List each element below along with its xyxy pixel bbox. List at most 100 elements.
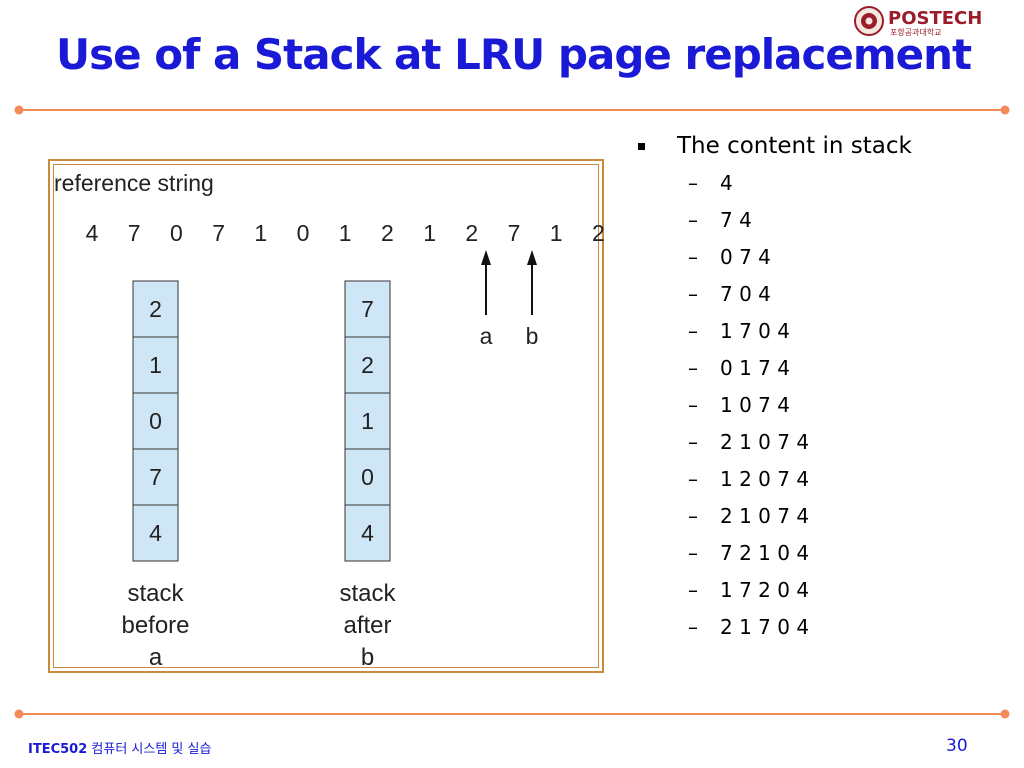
stack-state-item: –2 1 7 0 4 [634, 608, 912, 645]
stack-state-text: 1 7 0 4 [720, 318, 790, 343]
arrow-label: a [480, 323, 493, 349]
stack-state-text: 1 7 2 0 4 [720, 577, 810, 602]
stack-cell: 2 [344, 336, 391, 394]
dash-marker: – [688, 281, 698, 306]
dash-marker: – [688, 503, 698, 528]
stack-cell: 2 [132, 280, 179, 338]
stack-cell-value: 2 [361, 352, 374, 378]
stack-cell-value: 4 [149, 520, 162, 546]
stack-state-item: –1 7 0 4 [634, 312, 912, 349]
stack-caption-line: stack [127, 580, 184, 607]
logo-subtext: 포항공과대학교 [890, 27, 942, 37]
course-title: 컴퓨터 시스템 및 실습 [91, 742, 212, 757]
dash-marker: – [688, 577, 698, 602]
reference-digit: 4 [86, 220, 99, 246]
stack-cell: 4 [344, 504, 391, 562]
footer-course: ITEC502 컴퓨터 시스템 및 실습 [28, 738, 211, 757]
stack-state-text: 2 1 0 7 4 [720, 429, 810, 454]
stack-caption-line: after [343, 612, 391, 639]
stack-cell-value: 7 [149, 464, 162, 490]
reference-digit: 7 [508, 220, 521, 246]
reference-digit: 2 [381, 220, 394, 246]
stack-state-text: 0 7 4 [720, 244, 771, 269]
stack-state-item: –7 0 4 [634, 275, 912, 312]
stack-state-item: –2 1 0 7 4 [634, 423, 912, 460]
stack-cell: 7 [344, 280, 391, 338]
reference-digit: 1 [423, 220, 436, 246]
stack-state-text: 1 0 7 4 [720, 392, 790, 417]
stack-cell-value: 1 [149, 352, 162, 378]
stack-caption-line: b [361, 644, 374, 671]
stack-cell-value: 7 [361, 296, 374, 322]
reference-digit: 0 [297, 220, 310, 246]
stack-state-item: –2 1 0 7 4 [634, 497, 912, 534]
reference-digit: 1 [254, 220, 267, 246]
reference-digit: 7 [212, 220, 225, 246]
reference-string-caption: reference string [54, 170, 214, 196]
bullet-heading-text: The content in stack [677, 133, 912, 159]
stack-state-text: 7 0 4 [720, 281, 771, 306]
stack-caption-line: before [121, 612, 189, 639]
stack-caption-line: stack [339, 580, 396, 607]
stack-cell-value: 0 [149, 408, 162, 434]
dash-marker: – [688, 614, 698, 639]
stack-after-b: 7 2 1 0 4 stack after b [339, 280, 397, 671]
reference-digit: 7 [128, 220, 141, 246]
stack-cell-value: 2 [149, 296, 162, 322]
page-number: 30 [946, 736, 968, 756]
stack-content-list: The content in stack –4–7 4–0 7 4–7 0 4–… [634, 128, 912, 645]
logo-text: POSTECH [888, 8, 982, 29]
stack-cell-value: 1 [361, 408, 374, 434]
stack-cell: 0 [132, 392, 179, 450]
dash-marker: – [688, 540, 698, 565]
stack-cell: 4 [132, 504, 179, 562]
reference-digit: 1 [339, 220, 352, 246]
stack-state-item: –1 0 7 4 [634, 386, 912, 423]
stack-states-list: –4–7 4–0 7 4–7 0 4–1 7 0 4–0 1 7 4–1 0 7… [634, 164, 912, 645]
dash-marker: – [688, 170, 698, 195]
dash-marker: – [688, 207, 698, 232]
stack-caption-line: a [149, 644, 163, 671]
stack-state-text: 0 1 7 4 [720, 355, 790, 380]
stack-state-item: –0 1 7 4 [634, 349, 912, 386]
stack-state-text: 2 1 0 7 4 [720, 503, 810, 528]
arrow-label: b [526, 323, 539, 349]
stack-state-item: –0 7 4 [634, 238, 912, 275]
stack-cell: 7 [132, 448, 179, 506]
bottom-rule [14, 709, 1010, 719]
stack-state-text: 7 2 1 0 4 [720, 540, 810, 565]
reference-digit: 0 [170, 220, 183, 246]
dash-marker: – [688, 318, 698, 343]
stack-state-text: 1 2 0 7 4 [720, 466, 810, 491]
dash-marker: – [688, 244, 698, 269]
postech-logo: POSTECH 포항공과대학교 [854, 6, 982, 37]
reference-digit: 1 [550, 220, 563, 246]
stack-state-text: 2 1 7 0 4 [720, 614, 810, 639]
arrow-b: b [526, 250, 539, 349]
dash-marker: – [688, 355, 698, 380]
dash-marker: – [688, 392, 698, 417]
bullet-heading: The content in stack [634, 128, 912, 164]
bullet-square-icon [638, 142, 645, 150]
stack-state-item: –1 7 2 0 4 [634, 571, 912, 608]
top-rule [14, 105, 1010, 115]
stack-state-item: –7 4 [634, 201, 912, 238]
stack-state-item: –1 2 0 7 4 [634, 460, 912, 497]
stack-cell-value: 4 [361, 520, 374, 546]
stack-cell: 0 [344, 448, 391, 506]
arrow-a: a [480, 250, 493, 349]
dash-marker: – [688, 429, 698, 454]
reference-digit: 2 [592, 220, 605, 246]
course-code: ITEC502 [28, 742, 88, 757]
stack-state-text: 4 [720, 170, 733, 195]
reference-digit: 2 [465, 220, 478, 246]
stack-cell-value: 0 [361, 464, 374, 490]
slide-title: Use of a Stack at LRU page replacement [56, 30, 972, 79]
stack-state-item: –7 2 1 0 4 [634, 534, 912, 571]
stack-cell: 1 [344, 392, 391, 450]
stack-cell: 1 [132, 336, 179, 394]
